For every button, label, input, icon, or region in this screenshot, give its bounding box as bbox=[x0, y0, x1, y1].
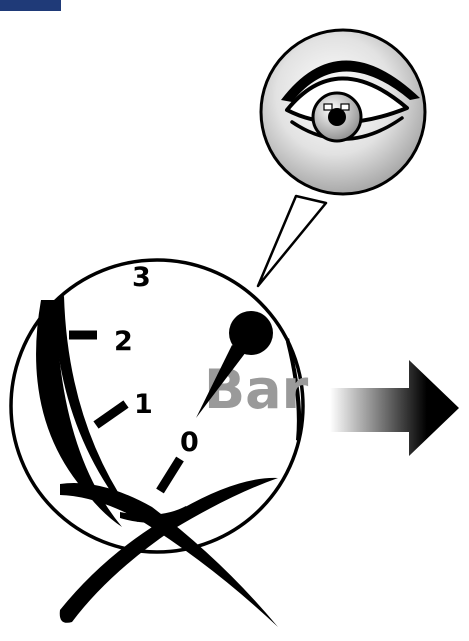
gauge-scale-label: 3 bbox=[132, 262, 151, 293]
corner-tab bbox=[0, 0, 61, 11]
gauge-scale-label: 0 bbox=[180, 427, 199, 458]
gauge-scale-label: 1 bbox=[134, 389, 153, 420]
magnifier-pointer bbox=[258, 196, 326, 286]
gauge-scale-label: 2 bbox=[114, 326, 133, 357]
gauge-needle-hub bbox=[229, 311, 273, 355]
pressure-gauge: Bar 0 1 2 3 bbox=[11, 260, 309, 552]
gauge-unit-label: Bar bbox=[204, 358, 309, 421]
arrow-right-icon bbox=[330, 360, 459, 456]
